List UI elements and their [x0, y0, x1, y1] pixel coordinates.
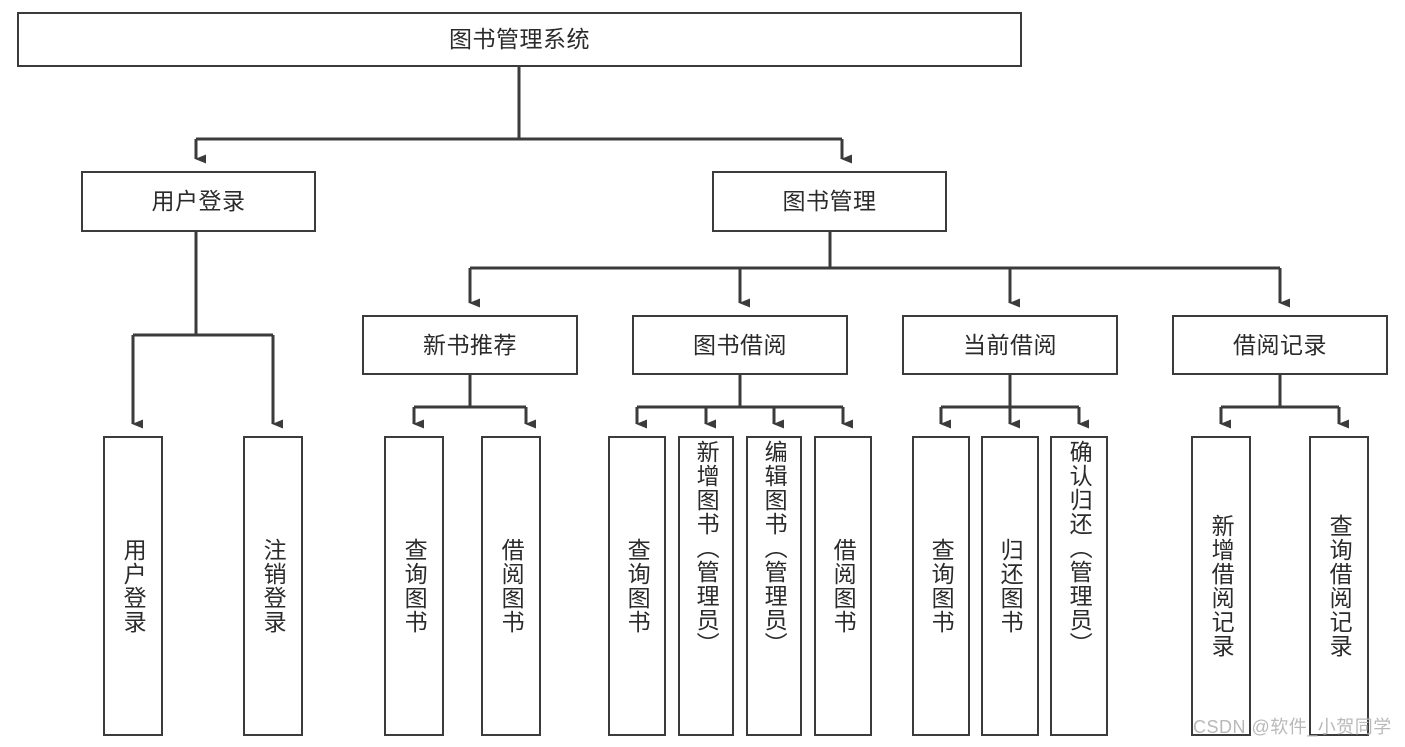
node-user-login[interactable]: 用户登录 [81, 171, 316, 232]
node-leaf-user-login-label: 用户登录 [120, 538, 147, 634]
node-new-book-recommend-label: 新书推荐 [423, 331, 517, 358]
node-leaf-user-login[interactable]: 用户登录 [103, 436, 163, 736]
node-book-management[interactable]: 图书管理 [712, 171, 947, 232]
node-leaf-edit-book-label: 编辑图书（管理员） [761, 440, 788, 656]
node-leaf-query-book-3-label: 查询图书 [928, 538, 955, 634]
node-leaf-borrow-book-1[interactable]: 借阅图书 [481, 436, 541, 736]
node-borrow-record[interactable]: 借阅记录 [1172, 315, 1388, 375]
node-leaf-query-book-2[interactable]: 查询图书 [608, 436, 666, 736]
node-leaf-borrow-book-1-label: 借阅图书 [498, 538, 525, 634]
node-leaf-borrow-book-2-label: 借阅图书 [830, 538, 857, 634]
node-root-system-label: 图书管理系统 [449, 26, 590, 53]
node-leaf-logout-login[interactable]: 注销登录 [243, 436, 303, 736]
node-leaf-borrow-book-2[interactable]: 借阅图书 [814, 436, 872, 736]
node-leaf-logout-login-label: 注销登录 [260, 538, 287, 634]
node-leaf-confirm-return[interactable]: 确认归还（管理员） [1050, 436, 1108, 736]
node-leaf-query-record-label: 查询借阅记录 [1326, 514, 1353, 658]
node-leaf-query-book-1-label: 查询图书 [401, 538, 428, 634]
node-new-book-recommend[interactable]: 新书推荐 [362, 315, 578, 375]
node-borrow-record-label: 借阅记录 [1233, 331, 1327, 358]
node-leaf-query-book-2-label: 查询图书 [624, 538, 651, 634]
node-leaf-add-record-label: 新增借阅记录 [1208, 514, 1235, 658]
node-leaf-confirm-return-label: 确认归还（管理员） [1066, 440, 1093, 656]
node-leaf-return-book[interactable]: 归还图书 [981, 436, 1039, 736]
node-leaf-add-book-label: 新增图书（管理员） [693, 440, 720, 656]
node-book-management-label: 图书管理 [782, 188, 877, 215]
node-book-borrow-label: 图书借阅 [693, 331, 787, 358]
node-leaf-add-record[interactable]: 新增借阅记录 [1191, 436, 1251, 736]
node-leaf-query-record[interactable]: 查询借阅记录 [1309, 436, 1369, 736]
node-current-borrow-label: 当前借阅 [963, 331, 1057, 358]
node-leaf-query-book-1[interactable]: 查询图书 [384, 436, 444, 736]
node-root-system[interactable]: 图书管理系统 [17, 12, 1022, 67]
node-leaf-edit-book[interactable]: 编辑图书（管理员） [746, 436, 802, 736]
node-book-borrow[interactable]: 图书借阅 [632, 315, 848, 375]
node-leaf-return-book-label: 归还图书 [997, 538, 1024, 634]
node-current-borrow[interactable]: 当前借阅 [902, 315, 1118, 375]
node-user-login-label: 用户登录 [151, 188, 246, 215]
node-leaf-add-book[interactable]: 新增图书（管理员） [678, 436, 734, 736]
node-leaf-query-book-3[interactable]: 查询图书 [912, 436, 970, 736]
